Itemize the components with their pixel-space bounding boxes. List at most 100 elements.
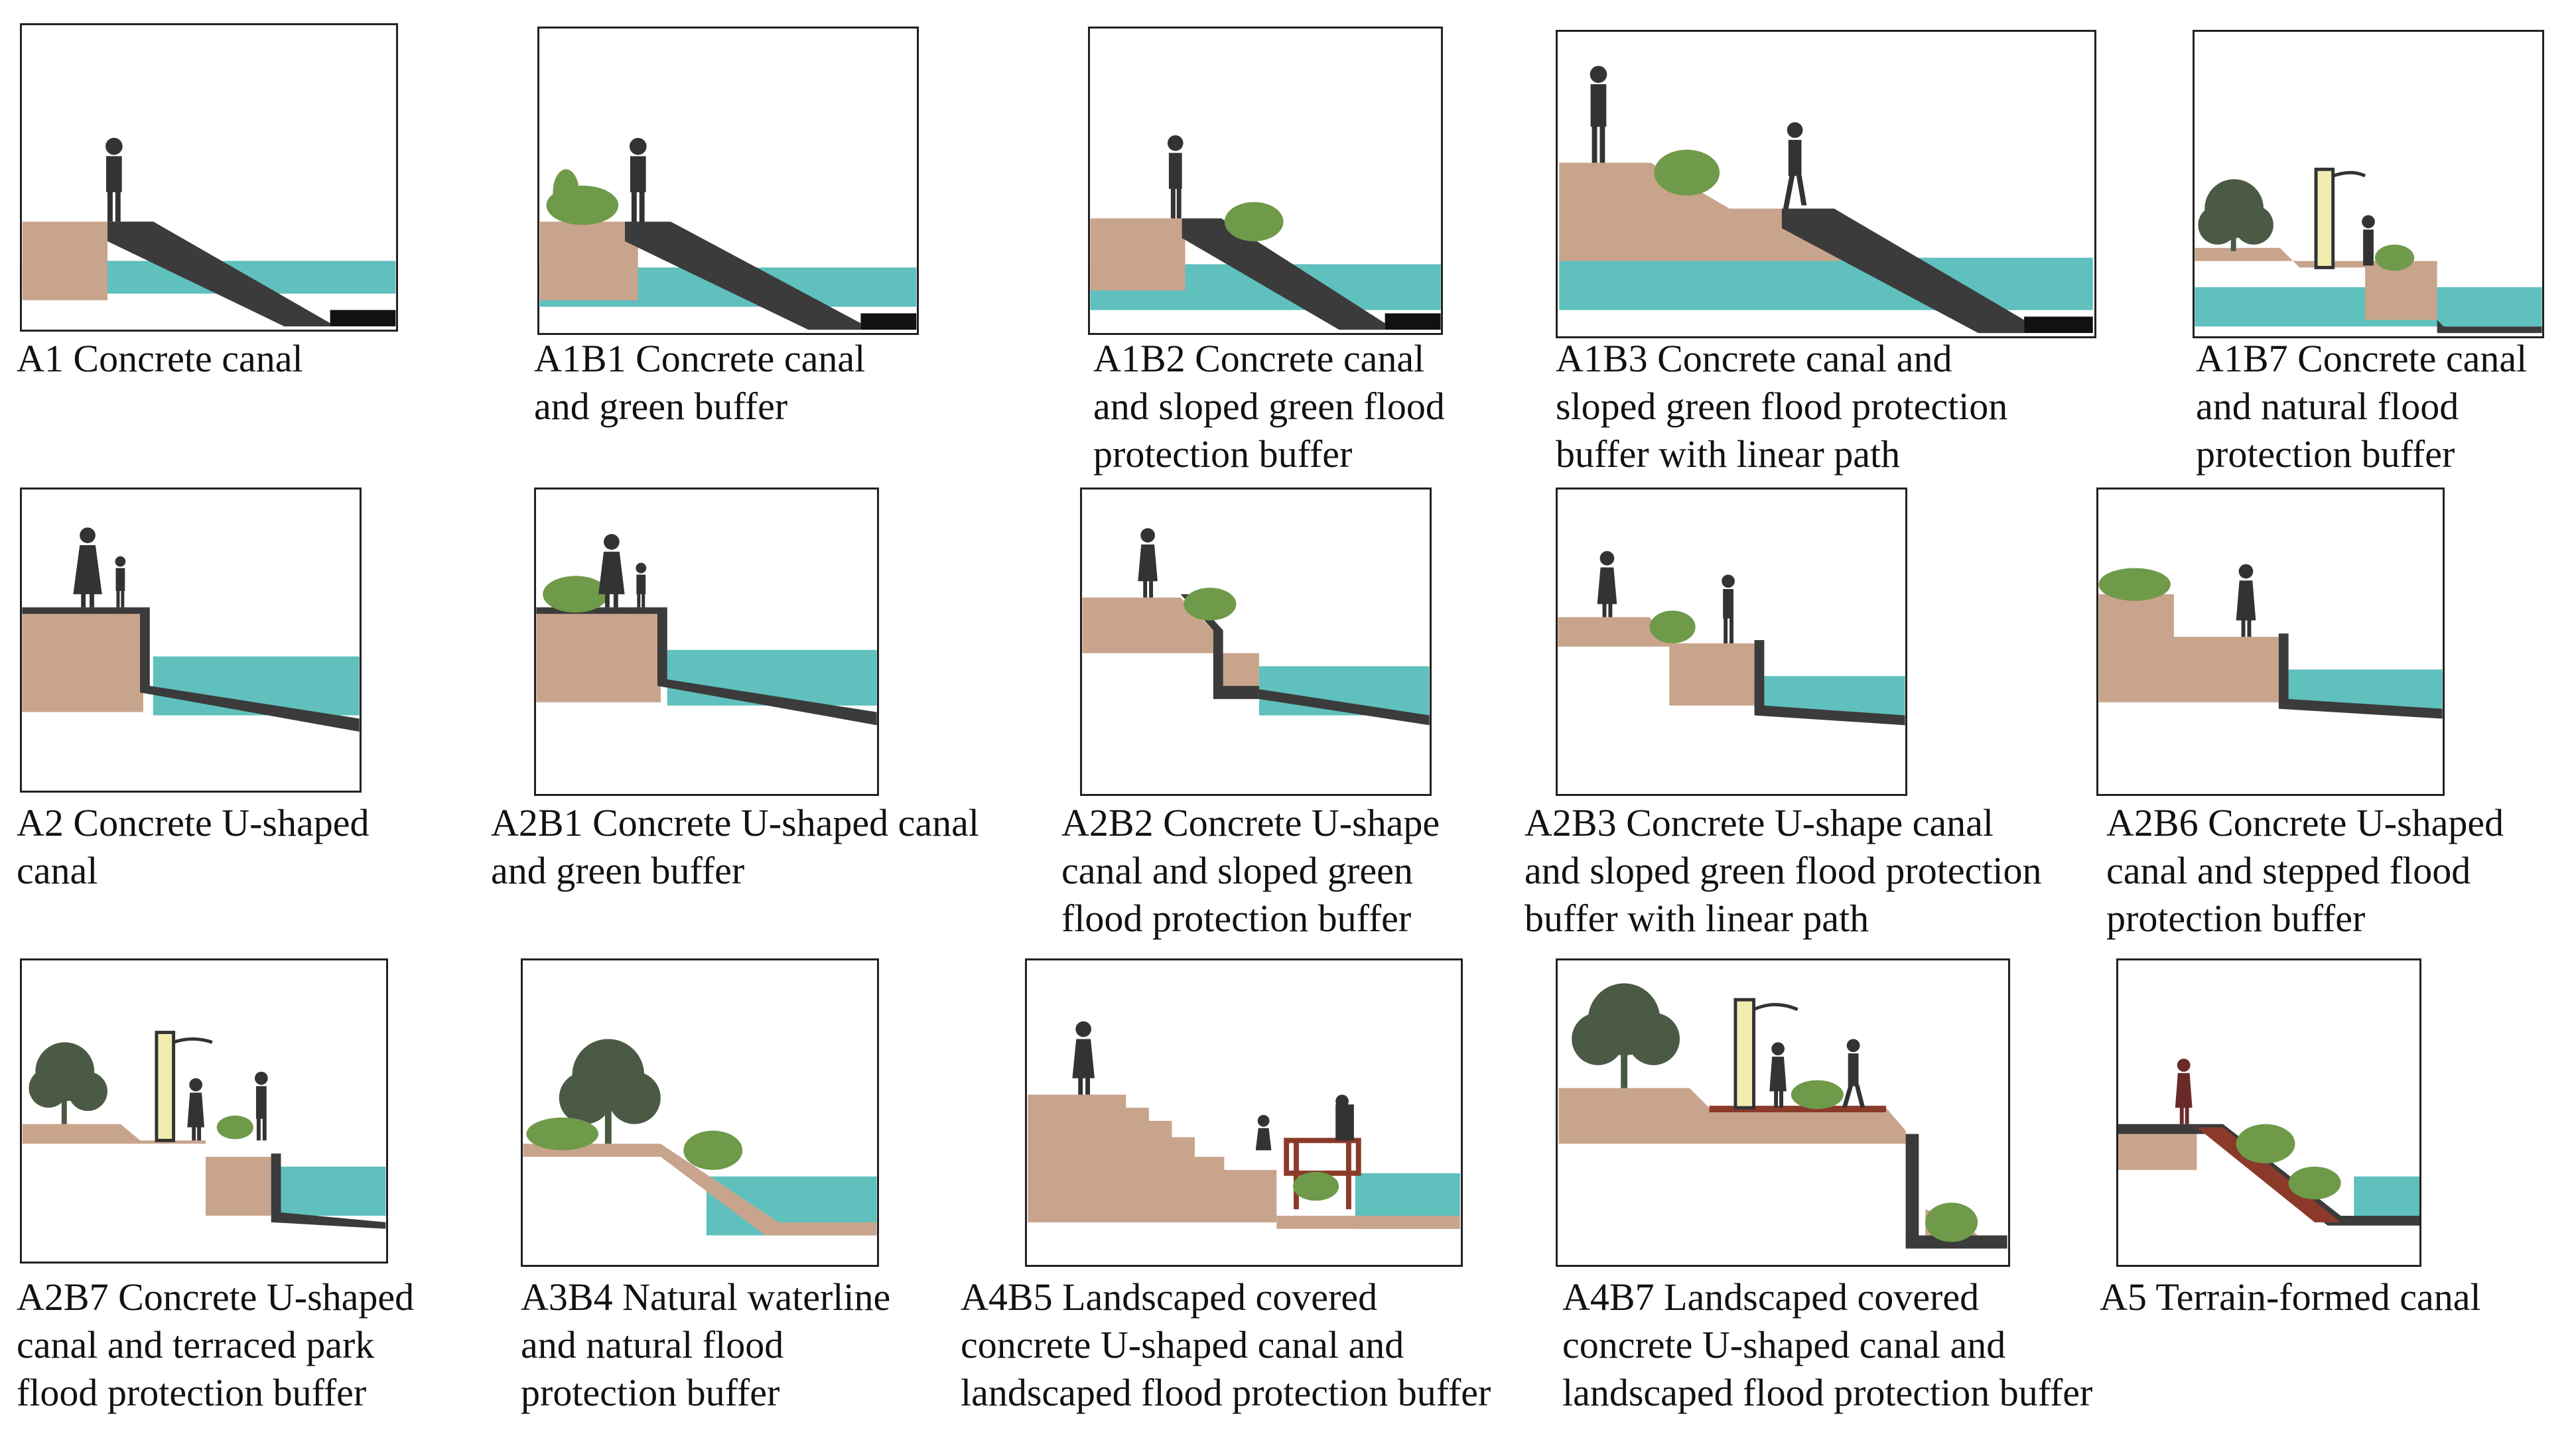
terrain-slope [2197,1127,2341,1222]
soil-block [536,610,661,702]
section-drawing-a4b7 [1558,983,2007,1249]
canal-bed [2024,316,2093,334]
child-figure [636,562,647,608]
tree-icon [1572,983,1680,1088]
person-figure [1597,551,1617,618]
soil-slope [1082,597,1259,699]
diagram-panel-a1b7 [2193,30,2544,338]
caption-a1: A1 Concrete canal [17,337,303,380]
concrete-u-bed [1258,689,1430,726]
child-figure [1255,1114,1272,1151]
diagram-panel-a2b3 [1556,488,1907,796]
section-drawing-a5 [2118,1059,2419,1226]
paved-path [1709,1106,1886,1113]
soil-stepped [1028,1094,1277,1222]
concrete-u-wall [1754,640,1905,726]
person-walking-figure [254,1071,268,1141]
person-figure [2236,564,2256,637]
water [2354,1176,2419,1222]
grass-shrub [1224,202,1284,241]
diagram-panel-a2b7 [20,958,388,1264]
grass-shrub [1184,588,1237,621]
concrete-slope [1781,208,2025,334]
section-drawing-a3b4 [523,1039,877,1236]
soil-bank [1090,218,1186,291]
section-drawing-a1b7 [2195,167,2542,334]
diagram-panel-a2b2 [1080,488,1432,796]
canal-bed [1385,313,1441,330]
soil-terrace [1558,1088,2007,1249]
tree-icon [29,1042,107,1124]
diagram-panel-a3b4 [521,958,879,1267]
grass-shrub [543,576,608,613]
person-figure [1138,528,1158,598]
section-drawing-a2b6 [2098,564,2443,719]
person-walking-figure [1722,574,1735,643]
grass-shrub [216,1115,254,1140]
diagram-panel-a4b5 [1025,958,1463,1267]
concrete-u-wall [22,607,360,732]
concrete-u-wall [2278,633,2443,719]
diagram-panel-a4b7 [1556,958,2010,1267]
person-figure [1072,1021,1095,1095]
diagram-panel-a2 [20,488,362,793]
caption-a5: A5 Terrain-formed canal [2100,1275,2481,1319]
person-figure [2362,215,2375,266]
concrete-slope [625,222,861,330]
landscaped-cover [1276,1215,1460,1229]
soil-bank [2118,1127,2197,1170]
street-lamp-icon [155,1031,213,1142]
diagram-panel-a2b6 [2096,488,2445,796]
person-figure [1769,1042,1787,1108]
concrete-edge [2437,320,2542,334]
diagram-panel-a1 [20,23,398,332]
concrete-u-wall [536,607,877,726]
soil-terrace [22,1124,271,1216]
soil-terrace [1558,617,1755,706]
concrete-edge [1180,594,1259,699]
adult-figure [73,527,102,608]
diagram-panel-a1b2 [1088,27,1443,335]
section-drawing-a4b5 [1028,1021,1460,1229]
child-figure [115,556,126,608]
diagram-panel-a1b1 [537,27,919,335]
grass-shrub [526,1117,743,1170]
person-figure [629,137,647,223]
soil-block [22,610,143,712]
concrete-u-wall [1905,1134,2007,1249]
grass-shrub [1654,149,1720,196]
natural-slope [523,1143,877,1236]
section-drawing-a2b2 [1082,528,1430,726]
street-lamp-icon [2314,167,2366,269]
grass-shrub [2098,568,2171,601]
person-figure [2175,1059,2193,1124]
diagram-panel-a2b1 [534,488,879,796]
soil-terrace [1559,163,1841,261]
grass-shrub [1791,1080,1978,1242]
soil-bank [539,222,638,300]
soil-terrace [2195,247,2437,320]
grass-shrub [2374,244,2415,271]
section-drawing-a2b1 [536,534,877,726]
person-walking-figure [1783,122,1807,209]
section-drawing-a1b3 [1559,66,2093,334]
person-figure [187,1078,204,1141]
tree-icon [559,1039,661,1144]
soil-stepped [2098,594,2279,702]
section-drawing-a1b2 [1090,135,1441,330]
person-on-platform-figure [1335,1094,1354,1141]
canal-bed [330,310,396,327]
grass-shrub [1293,1171,1339,1201]
person-figure [1590,66,1607,163]
section-drawing-a2b7 [22,1031,386,1229]
tree-icon [2198,179,2273,251]
grass-shrub [2236,1124,2341,1200]
street-lamp-icon [1733,998,1798,1110]
